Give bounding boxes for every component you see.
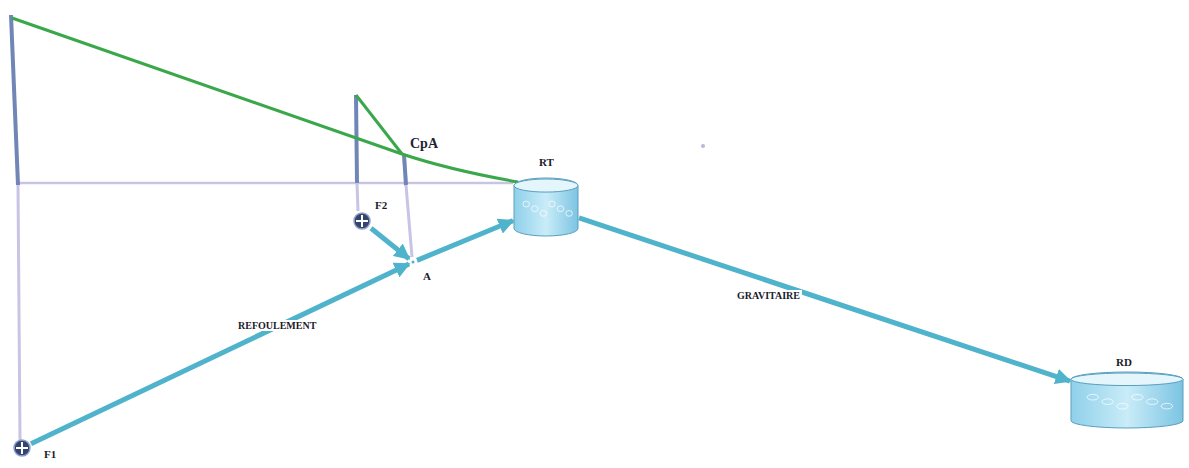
node-label: F2 [375,199,387,211]
pipe-connector [417,221,513,261]
head-bar [11,15,18,185]
node-label: A [423,270,431,282]
head-bar [404,155,406,185]
pipe-label: GRAVITAIRE [735,290,802,301]
tank-symbol [513,178,579,236]
level-line [357,183,358,211]
reservoir: RT [513,178,579,236]
node-label: RD [1116,356,1132,368]
pump-symbol [353,212,371,230]
borehole-pump: F1 [13,439,31,457]
piezometric-line [356,95,402,154]
tank-symbol [1070,372,1184,428]
node-label: RT [539,156,554,168]
pipe-label: REFOULEMENT [236,320,318,331]
level-line [18,185,20,440]
node-label: F1 [44,448,56,460]
junction-point: A [409,258,417,266]
piezometric-line [12,18,518,182]
pipe-connector [371,228,409,259]
point-label: CpA [410,136,438,151]
borehole-pump: F2 [353,212,371,230]
dot [701,144,705,148]
point-symbol [409,258,417,266]
pump-symbol [13,439,31,457]
reservoir: RD [1070,372,1184,428]
pipe-connector [31,264,409,444]
reference-line [18,182,513,185]
pipe-connector [579,218,1070,381]
level-line [406,185,412,257]
